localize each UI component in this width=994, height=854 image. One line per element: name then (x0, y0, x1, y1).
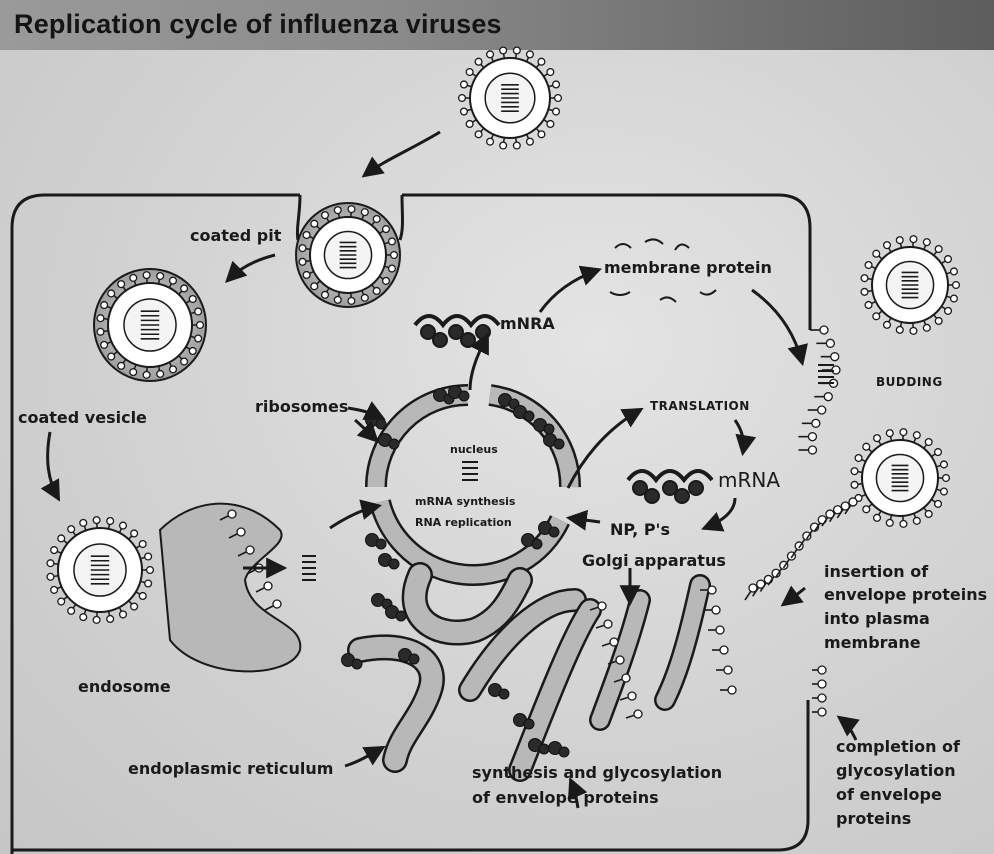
label-synthesis-2: of envelope proteins (472, 788, 659, 807)
label-rna-replication: RNA replication (415, 516, 512, 529)
virus-free (459, 47, 562, 149)
label-mrna: mRNA (718, 468, 780, 492)
arrow-er (345, 748, 382, 766)
mnra-cluster (415, 316, 499, 347)
nucleocapsid-icon (302, 556, 316, 580)
arrow-to-endosome (48, 432, 58, 498)
label-ribosomes: ribosomes (255, 397, 348, 416)
label-completion-2: glycosylation (836, 761, 956, 780)
virus-endosome (47, 517, 153, 624)
label-insertion-1: insertion of (824, 562, 929, 581)
mrna-cluster (628, 471, 712, 503)
pit-rim-right (400, 195, 403, 240)
budding-spikes (798, 326, 840, 454)
label-endoplasmic-reticulum: endoplasmic reticulum (128, 759, 333, 778)
label-mnra: mNRA (500, 314, 555, 333)
virus-budding (851, 429, 949, 528)
label-translation: TRANSLATION (650, 399, 750, 413)
arrow-entry (365, 132, 440, 175)
arrow-ribosomes-1 (348, 408, 382, 418)
label-endosome: endosome (78, 677, 171, 696)
label-mrna-synthesis: mRNA synthesis (415, 495, 516, 508)
arrow-insertion (784, 588, 805, 604)
arrow-to-vesicle (228, 255, 275, 280)
label-membrane-protein: membrane protein (604, 258, 772, 277)
arrow-np-to-nucleus (570, 518, 600, 522)
label-insertion-2: envelope proteins (824, 585, 987, 604)
label-coated-vesicle: coated vesicle (18, 408, 147, 427)
arrow-to-membrane-protein (540, 270, 598, 312)
ribosome (489, 684, 510, 700)
label-completion-1: completion of (836, 737, 961, 756)
label-completion-3: of envelope (836, 785, 942, 804)
arrow-to-mrna (735, 420, 744, 452)
label-insertion-4: membrane (824, 633, 921, 652)
label-np-ps: NP, P's (610, 520, 670, 539)
arrow-to-nucleus (330, 506, 378, 528)
virus-budded (861, 236, 959, 335)
arrow-to-np (705, 498, 735, 528)
label-synthesis-1: synthesis and glycosylation (472, 763, 722, 782)
ribosome (379, 554, 400, 570)
virus-coated-pit (296, 203, 400, 307)
completion-spikes (812, 666, 826, 716)
pit-rim-left (297, 195, 300, 240)
label-completion-4: proteins (836, 809, 911, 828)
label-coated-pit: coated pit (190, 226, 282, 245)
label-budding: BUDDING (876, 375, 943, 389)
arrow-to-budding (752, 290, 802, 362)
virus-coated-vesicle (94, 269, 206, 381)
spike-layer (220, 326, 857, 718)
label-insertion-3: into plasma (824, 609, 930, 628)
ribosome (549, 742, 570, 758)
nucleus-rna-icon (462, 462, 478, 480)
label-nucleus: nucleus (450, 443, 498, 456)
endosome-shape (160, 504, 300, 672)
label-golgi: Golgi apparatus (582, 551, 726, 570)
